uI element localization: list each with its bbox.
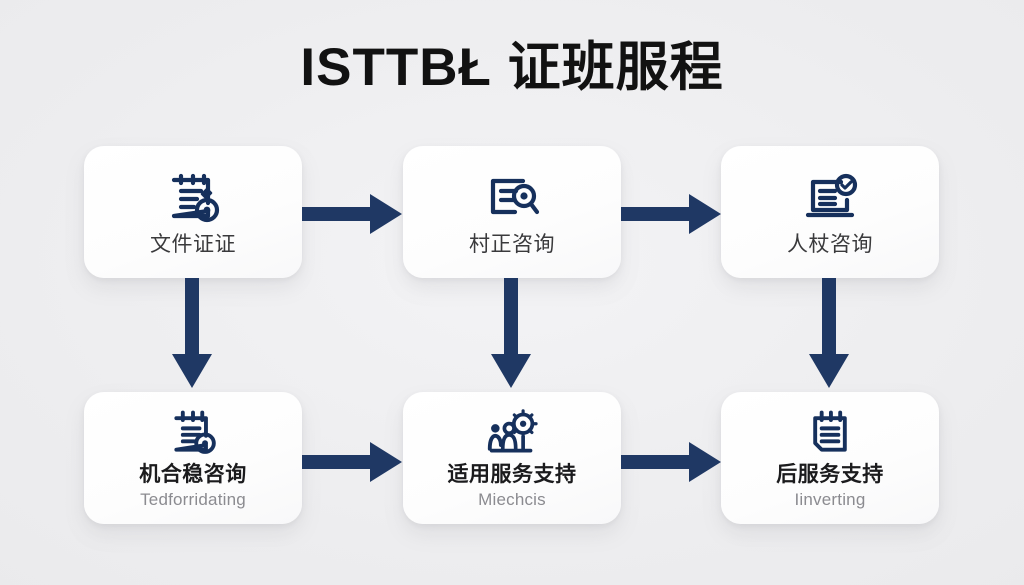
flow-step-sublabel-6: Iinverting xyxy=(794,490,866,509)
clipboard-stamp-icon xyxy=(164,170,222,226)
arrow-right-icon xyxy=(621,190,721,238)
notepad-stamp-icon xyxy=(166,408,220,458)
flow-step-label-4: 机合稳咨询 xyxy=(139,463,247,486)
flow-step-sublabel-5: Miechcis xyxy=(478,490,546,509)
flow-step-label-1: 文件证证 xyxy=(150,233,236,256)
flow-step-card-6[interactable]: 后服务支持 Iinverting xyxy=(721,392,939,524)
flow-step-label-6: 后服务支持 xyxy=(776,463,884,486)
laptop-check-icon xyxy=(801,170,859,226)
arrow-down-icon xyxy=(805,278,853,388)
flow-step-label-2: 村正咨询 xyxy=(469,233,555,256)
arrow-right-icon xyxy=(302,190,402,238)
notepad-lines-icon xyxy=(804,408,856,458)
flow-step-label-5: 适用服务支持 xyxy=(447,463,577,486)
flow-step-card-3[interactable]: 人杖咨询 xyxy=(721,146,939,278)
flow-step-card-4[interactable]: 机合稳咨询 Tedforridating xyxy=(84,392,302,524)
arrow-right-icon xyxy=(302,438,402,486)
flow-step-sublabel-4: Tedforridating xyxy=(140,490,246,509)
page-title: ISTTBŁ 证班服程 xyxy=(300,38,724,97)
arrow-right-icon xyxy=(621,438,721,486)
people-gear-icon xyxy=(484,408,540,458)
flow-step-label-3: 人杖咨询 xyxy=(787,233,873,256)
flow-step-card-5[interactable]: 适用服务支持 Miechcis xyxy=(403,392,621,524)
flow-step-card-2[interactable]: 村正咨询 xyxy=(403,146,621,278)
arrow-down-icon xyxy=(168,278,216,388)
arrow-down-icon xyxy=(487,278,535,388)
flow-step-card-1[interactable]: 文件证证 xyxy=(84,146,302,278)
document-search-icon xyxy=(483,170,541,226)
